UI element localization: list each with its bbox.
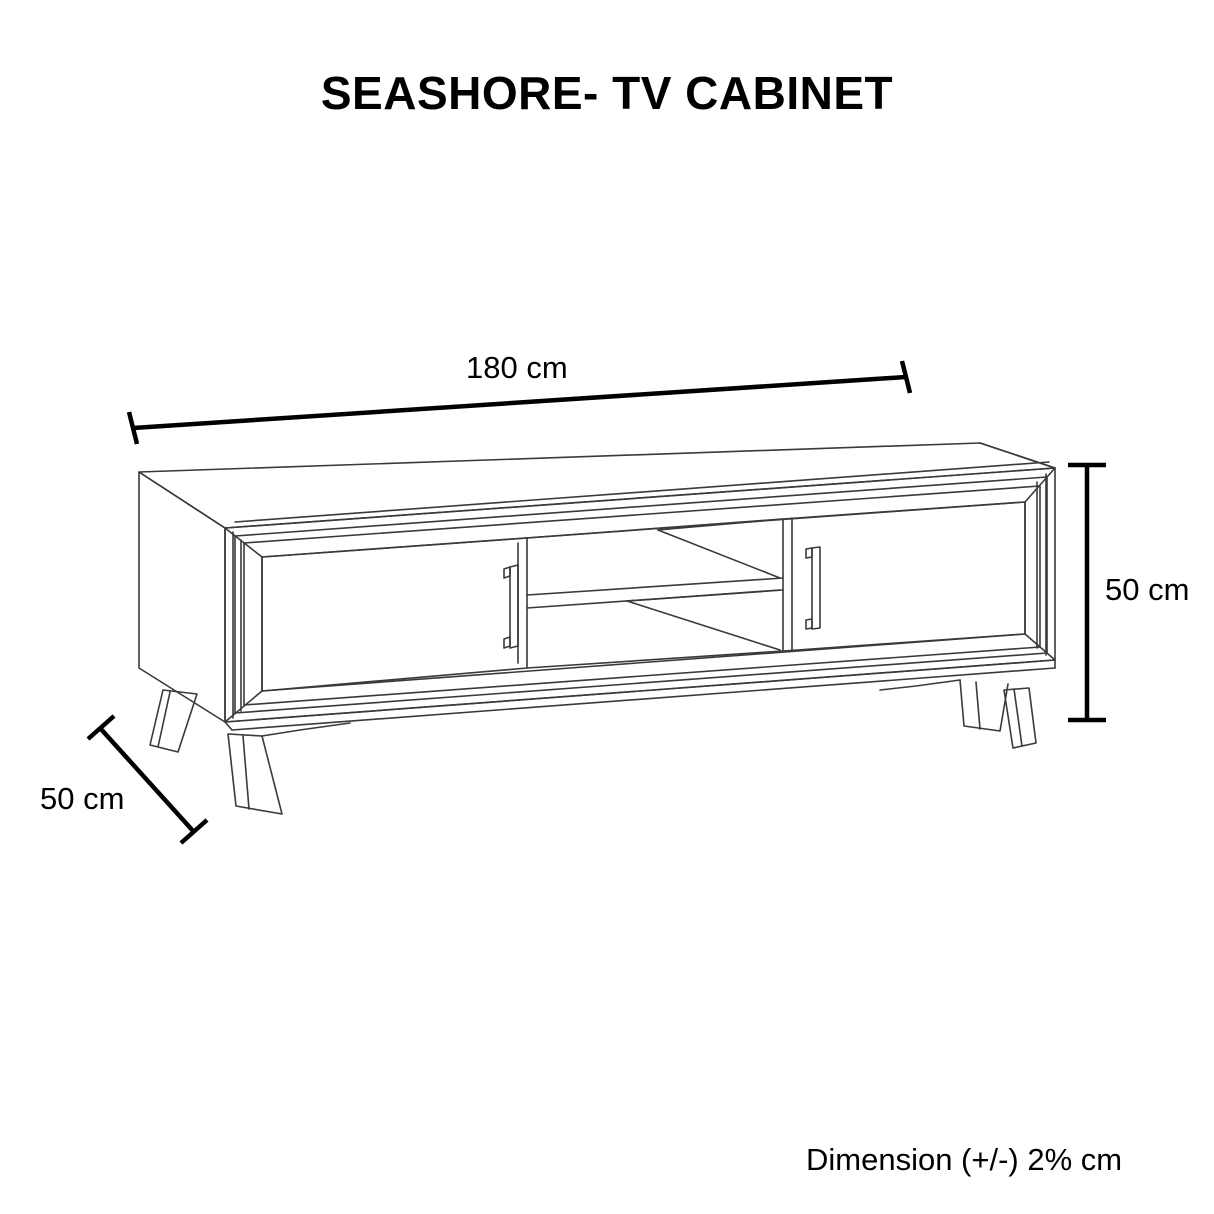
mitre-top-left (224, 527, 263, 558)
width-tick-left (126, 411, 140, 445)
leg-front-left-crease (242, 735, 250, 810)
legs-group (149, 679, 1037, 815)
handle-standoff-top-left-door (503, 566, 511, 579)
plinth-edges (224, 659, 1056, 731)
top-surface-detail (234, 442, 1056, 523)
dimension-tolerance-note: Dimension (+/-) 2% cm (806, 1142, 1123, 1177)
top-panel (138, 442, 1056, 529)
frame-band-2 (243, 485, 1041, 706)
niche-upper-diagonal (657, 529, 781, 579)
leg-back-left (149, 689, 198, 753)
right-door[interactable] (782, 501, 1026, 652)
handle-standoff-bottom-right-door (805, 618, 813, 630)
plinth-front-edge-lower (231, 667, 1056, 731)
top-back-right-edge (979, 442, 1056, 469)
top-front-inner-line (234, 461, 1050, 523)
left-door[interactable] (261, 537, 528, 692)
handle-standoff-top-right-door (805, 547, 813, 559)
leg-front-right-rail (879, 679, 961, 691)
cabinet-body (138, 442, 1056, 815)
niche-top-back-edge (657, 518, 784, 531)
niche-lower-diagonal (626, 600, 781, 651)
width-tick-right (899, 360, 913, 394)
handle-bar-left-door[interactable] (509, 564, 519, 649)
centre-open-shelf-compartment (526, 518, 784, 669)
shelf-front-edge (526, 577, 784, 596)
depth-dimension-line (98, 726, 196, 834)
handle-bar-right-door[interactable] (811, 546, 821, 630)
dimension-lines (86, 360, 1106, 845)
left-door-handle[interactable] (503, 564, 519, 649)
right-door-panel[interactable] (782, 501, 1026, 652)
plinth-front-edge (224, 659, 1056, 723)
leg-front-right (959, 679, 1009, 732)
left-door-panel[interactable] (261, 537, 528, 692)
niche-bottom-edge (526, 650, 784, 669)
mitre-bottom-right (1024, 633, 1056, 661)
handle-standoff-bottom-left-door (503, 636, 511, 649)
shelf-back-edge (626, 589, 781, 602)
plinth-left-return (224, 721, 233, 731)
leg-front-left (227, 733, 283, 815)
carcass-outline (138, 442, 1056, 723)
right-door-handle[interactable] (805, 546, 821, 630)
mitre-bottom-left (224, 690, 263, 723)
width-dimension-label: 180 cm (466, 350, 568, 385)
leg-back-left-crease (157, 691, 171, 748)
height-dimension-label: 50 cm (1105, 572, 1190, 607)
mitre-top-right (1024, 467, 1056, 503)
depth-dimension-label: 50 cm (40, 781, 125, 816)
leg-front-left-rail (261, 722, 351, 737)
depth-tick-top (86, 714, 116, 741)
left-side-panel (138, 471, 226, 723)
width-dimension-line (132, 374, 907, 431)
leg-front-right-crease (975, 681, 981, 730)
leg-back-right (1003, 687, 1037, 749)
page-title: SEASHORE- TV CABINET (320, 67, 894, 119)
leg-back-right-crease (1013, 688, 1023, 747)
depth-tick-bottom (179, 818, 209, 845)
